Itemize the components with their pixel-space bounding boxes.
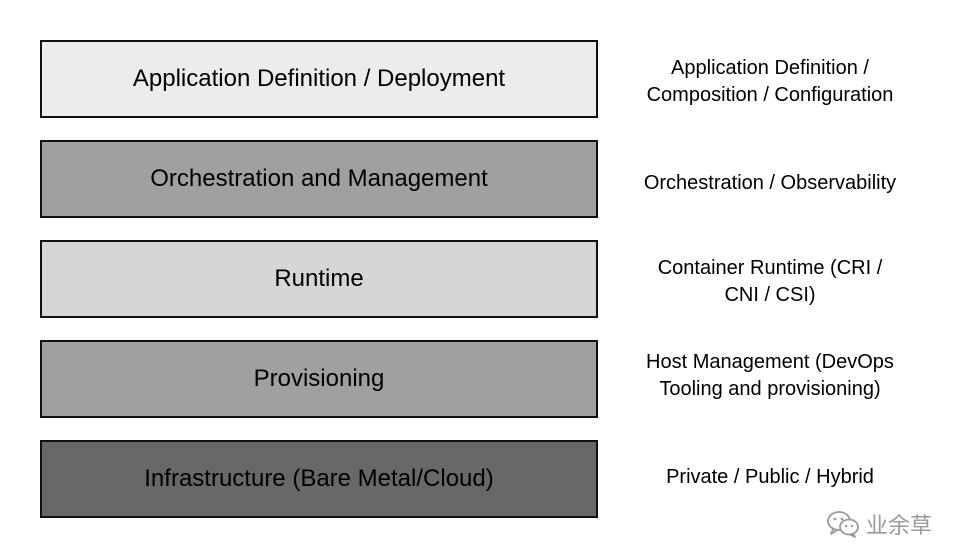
- description-line: Composition / Configuration: [646, 84, 894, 106]
- description-orchestration: Orchestration / Observability: [615, 170, 925, 197]
- layer-orchestration: Orchestration and Management: [40, 140, 598, 218]
- layer-label: Orchestration and Management: [150, 165, 488, 192]
- layer-label: Provisioning: [253, 365, 385, 392]
- description-line: Host Management (DevOps: [646, 351, 894, 373]
- layer-label: Application Definition / Deployment: [132, 65, 506, 92]
- layer-application-definition: Application Definition / Deployment: [40, 40, 598, 118]
- description-line: Application Definition /: [671, 57, 869, 79]
- description-line: Private / Public / Hybrid: [666, 466, 874, 488]
- watermark: 业余草: [826, 508, 932, 540]
- layer-label: Infrastructure (Bare Metal/Cloud): [144, 465, 494, 492]
- watermark-text: 业余草: [865, 513, 932, 538]
- description-line: Tooling and provisioning): [659, 378, 881, 400]
- description-line: CNI / CSI): [724, 284, 816, 306]
- description-application: Application Definition / Composition / C…: [615, 55, 925, 109]
- layer-runtime: Runtime: [40, 240, 598, 318]
- layer-provisioning: Provisioning: [40, 340, 598, 418]
- description-runtime: Container Runtime (CRI / CNI / CSI): [615, 255, 925, 309]
- description-infrastructure: Private / Public / Hybrid: [615, 464, 925, 491]
- layer-infrastructure: Infrastructure (Bare Metal/Cloud): [40, 440, 598, 518]
- description-line: Orchestration / Observability: [643, 172, 897, 194]
- layer-label: Runtime: [274, 265, 364, 292]
- wechat-icon: [826, 510, 860, 538]
- description-line: Container Runtime (CRI /: [657, 257, 883, 279]
- description-provisioning: Host Management (DevOps Tooling and prov…: [615, 349, 925, 403]
